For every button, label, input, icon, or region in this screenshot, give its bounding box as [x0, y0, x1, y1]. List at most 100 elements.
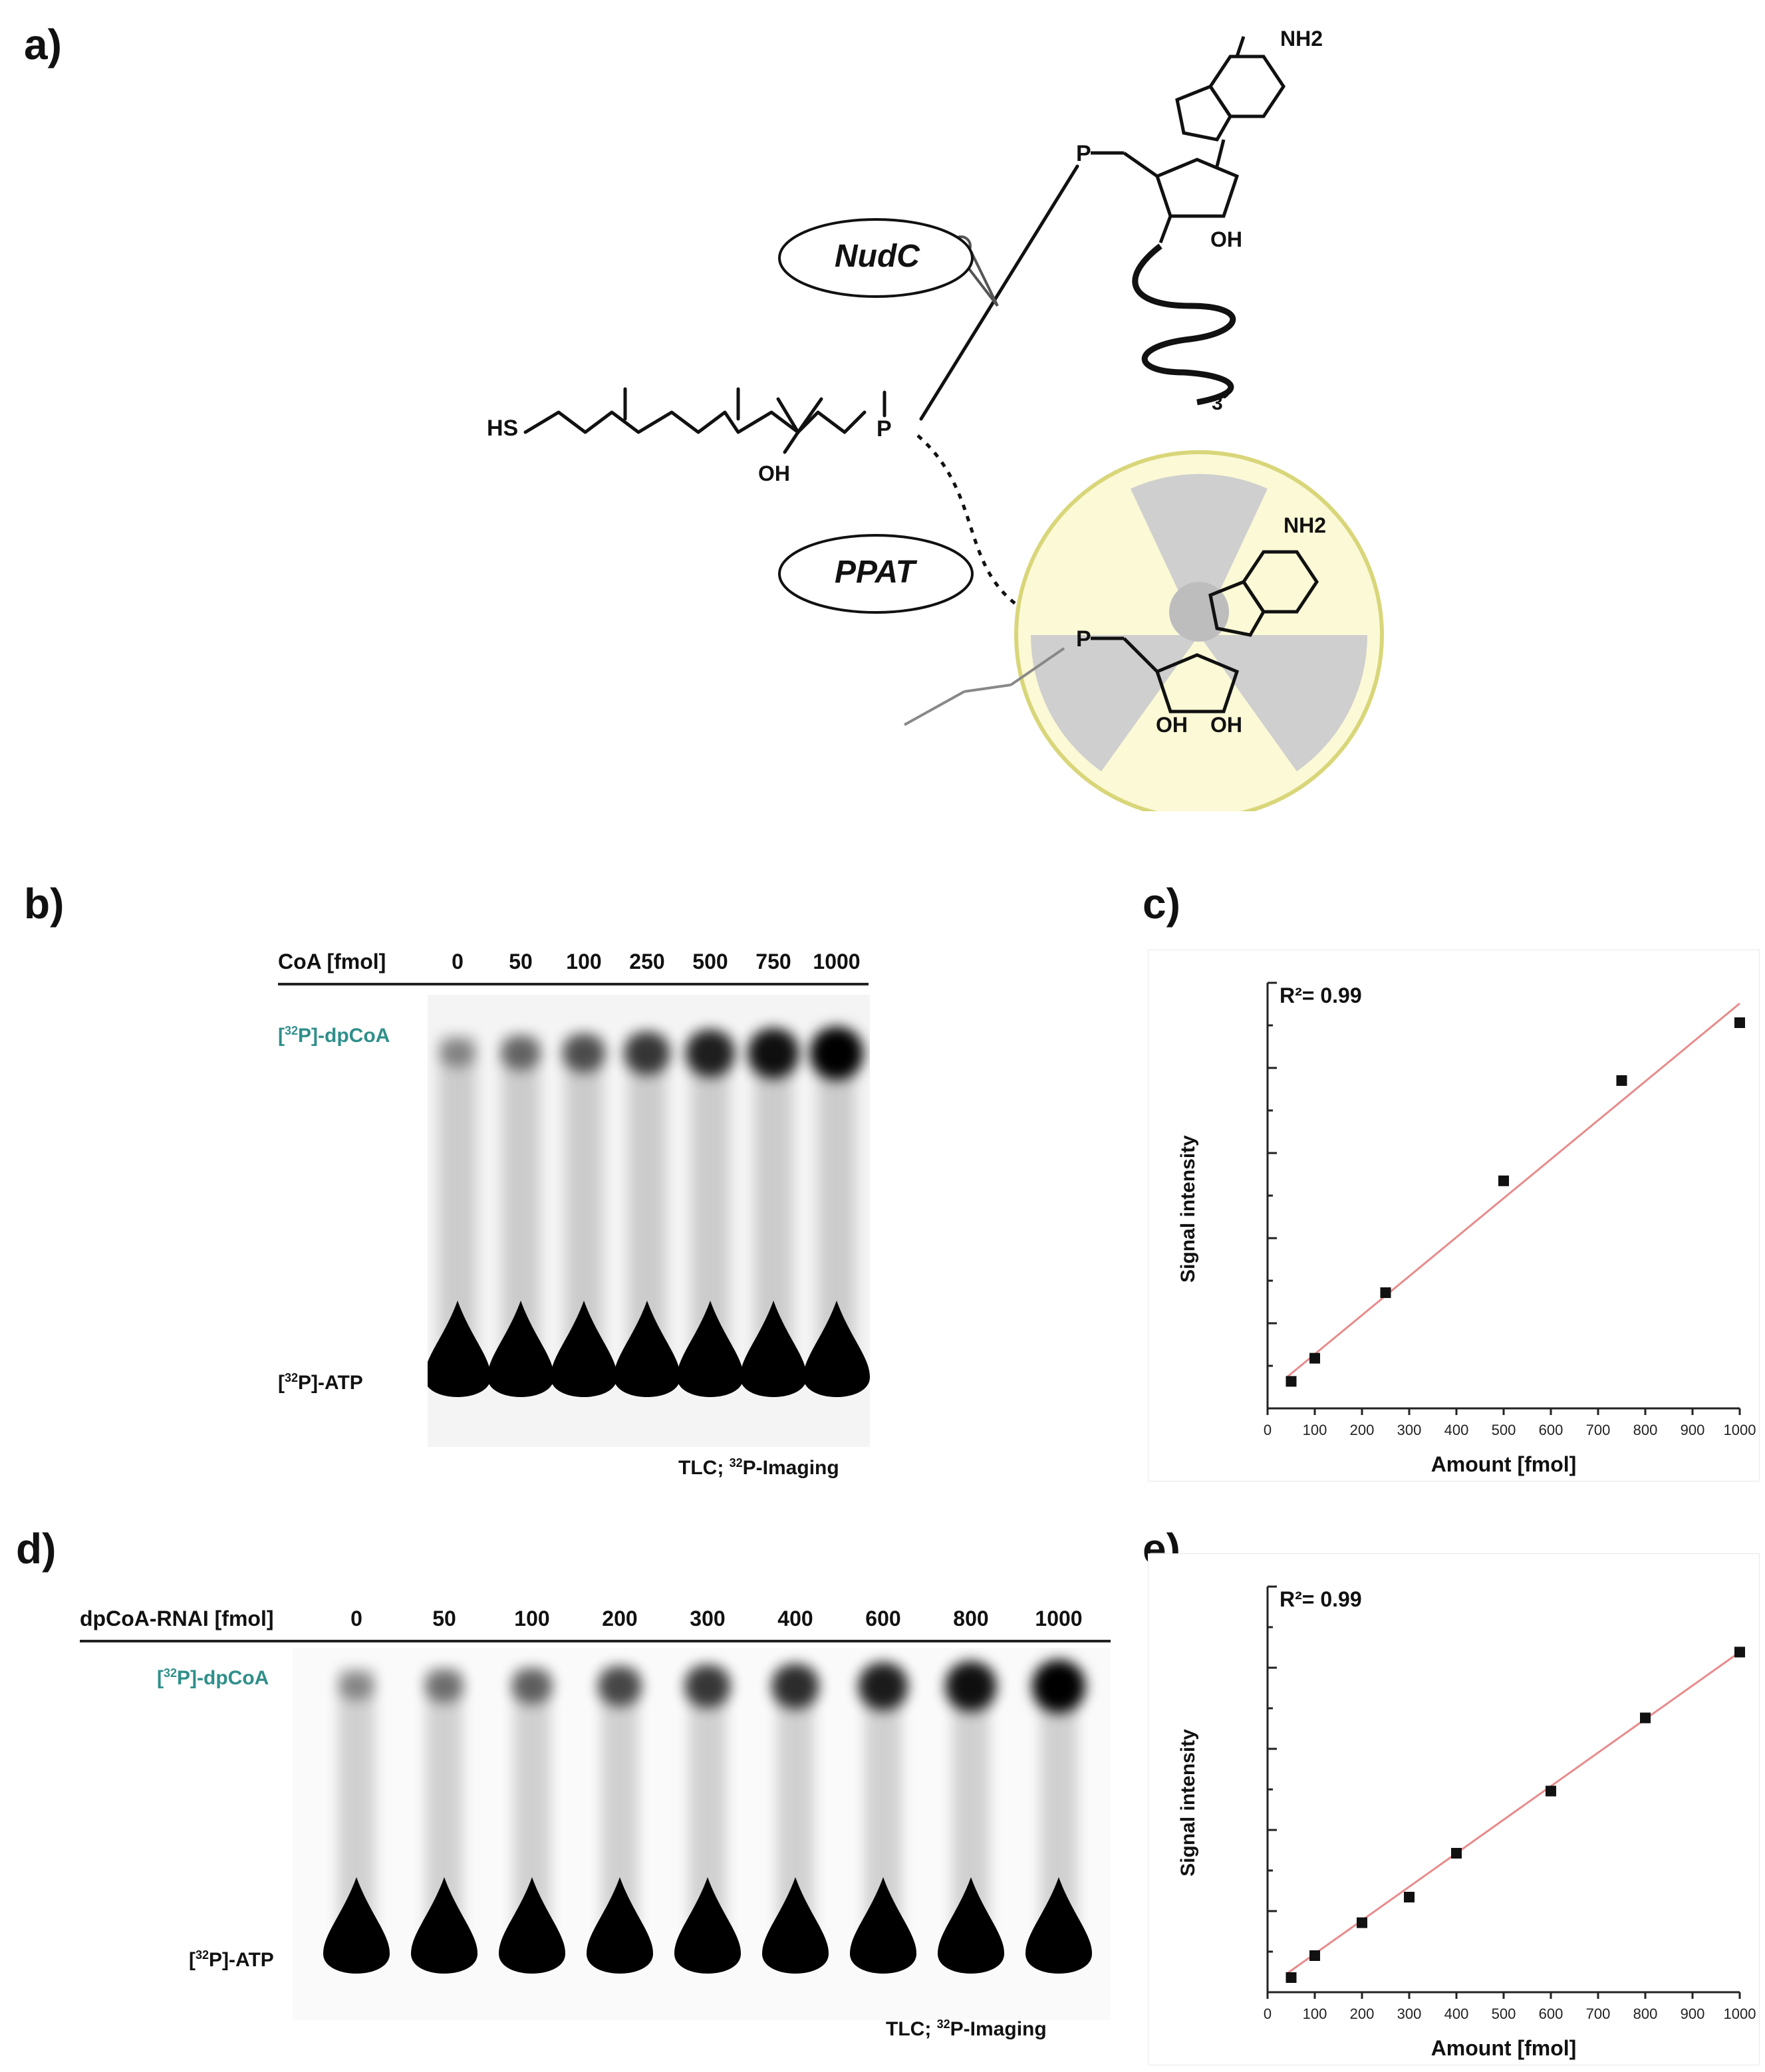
nh2-label-top: NH2	[1280, 27, 1323, 51]
dpcoa-spot	[511, 1668, 553, 1704]
x-tick-label: 300	[1397, 2006, 1422, 2022]
panel-label-d: d)	[16, 1525, 57, 1573]
data-point	[1498, 1175, 1509, 1186]
lane-label: 500	[692, 950, 728, 973]
dpcoa-spot	[810, 1027, 863, 1080]
gel-b-caption: TLC; 32P-Imaging	[678, 1456, 839, 1479]
nudc-label: NudC	[835, 239, 920, 274]
lane-label: 50	[432, 1607, 456, 1630]
gel-b-header: CoA [fmol]	[278, 950, 386, 973]
data-point	[1309, 1950, 1320, 1961]
y-axis-label: Signal intensity	[1177, 1135, 1199, 1283]
gel-d-header: dpCoA-RNAI [fmol]	[80, 1607, 274, 1630]
gel-d-upper-label: [32P]-dpCoA	[157, 1666, 269, 1689]
reaction-scheme	[523, 36, 1384, 811]
nh2-label-bottom: NH2	[1284, 513, 1327, 537]
data-point	[1286, 1376, 1297, 1387]
gel-b-header-rule	[278, 983, 869, 985]
hs-label: HS	[487, 416, 519, 441]
lane-label: 0	[452, 950, 464, 973]
lane-label: 300	[690, 1607, 726, 1630]
atp-spot	[677, 1301, 744, 1397]
coa-backbone	[523, 410, 867, 434]
oh-label-1: OH	[1156, 713, 1188, 737]
data-point	[1451, 1848, 1462, 1859]
dpcoa-spot	[425, 1670, 464, 1703]
gel-b-lower-label: [32P]-ATP	[278, 1371, 363, 1394]
rna-strand	[1132, 243, 1236, 406]
x-tick-label: 100	[1303, 2006, 1327, 2022]
x-tick-label: 500	[1492, 1422, 1516, 1438]
atp-spot	[740, 1301, 807, 1397]
dpcoa-spot	[747, 1028, 799, 1079]
dpcoa-spot	[1032, 1660, 1085, 1713]
r-squared-label: R²= 0.99	[1280, 983, 1362, 1007]
dpcoa-spot	[598, 1666, 642, 1707]
atp-spot	[1025, 1877, 1092, 1974]
atp-spot	[411, 1877, 477, 1974]
dpcoa-spot	[563, 1034, 605, 1073]
gel-b-upper-label: [32P]-dpCoA	[278, 1024, 390, 1047]
lane-label: 400	[777, 1607, 813, 1630]
atp-spot	[850, 1877, 916, 1974]
lane-label: 50	[509, 950, 533, 973]
x-tick-label: 700	[1586, 1422, 1611, 1438]
lane-label: 600	[865, 1607, 901, 1630]
gel-d-lower-label: [32P]-ATP	[189, 1948, 274, 1971]
gel-d-header-rule	[80, 1640, 1111, 1642]
lane-label: 1000	[1035, 1607, 1083, 1630]
lane-label: 100	[566, 950, 602, 973]
atp-spot	[803, 1301, 870, 1397]
dpcoa-spot	[440, 1039, 475, 1068]
dpcoa-spot	[339, 1672, 374, 1701]
x-tick-label: 1000	[1724, 1422, 1756, 1438]
x-tick-label: 400	[1444, 2006, 1469, 2022]
x-tick-label: 1000	[1724, 2006, 1756, 2022]
data-point	[1640, 1712, 1651, 1724]
gel-d-caption: TLC; 32P-Imaging	[886, 2017, 1047, 2040]
atp-spot	[762, 1877, 829, 1974]
data-point	[1734, 1646, 1745, 1658]
data-point	[1546, 1785, 1556, 1797]
oh-label-top: OH	[1210, 227, 1242, 251]
atp-spot	[614, 1301, 680, 1397]
lane-label: 250	[629, 950, 665, 973]
panel-label-c: c)	[1143, 880, 1180, 928]
dpcoa-spot	[686, 1029, 735, 1077]
atp-spot	[424, 1301, 491, 1397]
lane-label: 750	[755, 950, 791, 973]
dpcoa-spot	[501, 1036, 541, 1071]
dpcoa-spot	[858, 1662, 908, 1711]
atp-spot	[674, 1877, 741, 1974]
p-label-chain: P	[877, 416, 892, 442]
p-label-top: P	[1076, 141, 1091, 166]
chart-frame	[1148, 1553, 1760, 2065]
gel-b-image	[424, 995, 870, 1447]
data-point	[1357, 1917, 1367, 1928]
panel-label-a: a)	[24, 21, 62, 68]
x-tick-label: 300	[1397, 1422, 1422, 1438]
x-tick-label: 800	[1633, 1422, 1658, 1438]
x-tick-label: 800	[1633, 2006, 1658, 2022]
dpcoa-spot	[771, 1664, 819, 1709]
atp-spot	[323, 1877, 390, 1974]
p-label-bottom: P	[1076, 626, 1091, 652]
x-tick-label: 100	[1303, 1422, 1327, 1438]
ppat-label: PPAT	[835, 555, 915, 590]
data-point	[1734, 1017, 1745, 1028]
x-tick-label: 600	[1539, 2006, 1563, 2022]
rna-3prime-label: 3´	[1212, 392, 1230, 414]
dpcoa-spot	[945, 1661, 997, 1712]
x-axis-label: Amount [fmol]	[1431, 2036, 1577, 2060]
y-axis-label: Signal intensity	[1177, 1729, 1199, 1877]
x-tick-label: 900	[1681, 2006, 1705, 2022]
x-tick-label: 500	[1492, 2006, 1516, 2022]
atp-spot	[551, 1301, 617, 1397]
x-tick-label: 200	[1350, 1422, 1375, 1438]
oh-label-2: OH	[1210, 713, 1242, 737]
data-point	[1286, 1972, 1297, 1983]
r-squared-label: R²= 0.99	[1280, 1587, 1362, 1611]
x-axis-label: Amount [fmol]	[1431, 1452, 1577, 1476]
